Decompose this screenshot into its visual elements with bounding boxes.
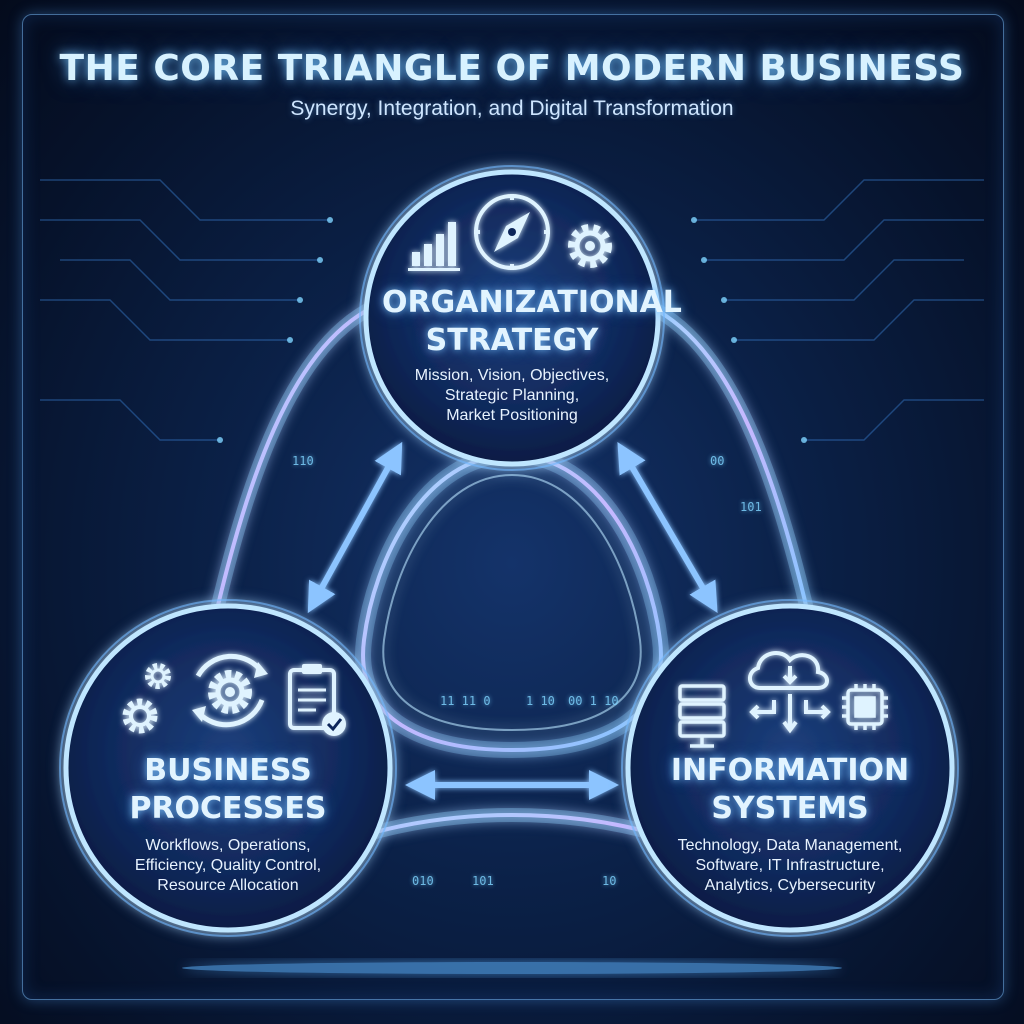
binary-mark: 00 — [710, 454, 725, 468]
compass-icon — [474, 194, 550, 270]
binary-mark: 00 1 10 — [568, 694, 619, 708]
node-systems-description: Technology, Data Management, Software, I… — [677, 837, 903, 894]
node-strategy-description: Mission, Vision, Objectives, Strategic P… — [414, 367, 610, 424]
node-circle-processes — [59, 599, 397, 937]
floor-glow — [182, 962, 842, 974]
node-processes: BUSINESS PROCESSES Workflows, Operations… — [98, 752, 358, 896]
bar-chart-icon — [408, 222, 460, 271]
binary-mark: 10 — [602, 874, 617, 888]
binary-mark: 101 — [472, 874, 494, 888]
chip-icon — [842, 684, 888, 730]
circuit-nodes — [217, 217, 807, 443]
arrow-strategy-processes — [307, 441, 403, 614]
clipboard-check-icon — [288, 664, 346, 736]
page-subtitle: Synergy, Integration, and Digital Transf… — [290, 97, 734, 120]
node-strategy: ORGANIZATIONAL STRATEGY Mission, Vision,… — [382, 284, 682, 426]
outer-frame — [22, 14, 1004, 1000]
node-systems: INFORMATION SYSTEMS Technology, Data Man… — [652, 752, 928, 896]
page-title: THE CORE TRIANGLE OF MODERN BUSINESS — [59, 48, 965, 89]
binary-mark: 110 — [292, 454, 314, 468]
binary-mark: 101 — [740, 500, 762, 514]
gear-icon — [568, 224, 612, 268]
gears-icon — [122, 663, 171, 734]
node-strategy-title: ORGANIZATIONAL STRATEGY — [382, 285, 682, 358]
node-processes-title: BUSINESS PROCESSES — [129, 753, 327, 826]
node-systems-title: INFORMATION SYSTEMS — [670, 753, 910, 826]
cycle-gear-icon — [192, 653, 268, 728]
node-processes-description: Workflows, Operations, Efficiency, Quali… — [134, 837, 322, 894]
connection-arrows — [307, 441, 718, 800]
binary-mark: 010 — [412, 874, 434, 888]
binary-mark: 11 11 0 — [440, 694, 491, 708]
arrow-strategy-systems — [617, 442, 718, 613]
server-icon — [678, 684, 726, 748]
cloud-sync-icon — [748, 651, 831, 734]
binary-mark: 1 10 — [526, 694, 555, 708]
circuit-traces — [40, 179, 984, 441]
